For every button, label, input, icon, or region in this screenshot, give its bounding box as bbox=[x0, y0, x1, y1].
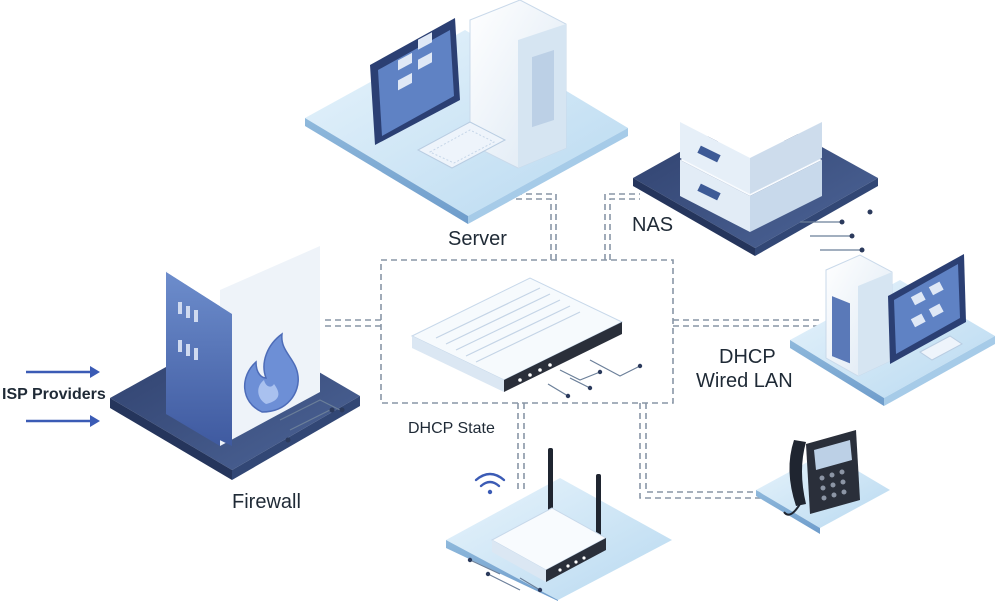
nas-link bbox=[604, 193, 640, 260]
flame-icon bbox=[243, 332, 299, 413]
switch-node bbox=[410, 277, 643, 399]
wifi-icon bbox=[474, 472, 506, 495]
nas-label: NAS bbox=[632, 214, 674, 236]
connection-lines bbox=[322, 193, 820, 499]
router-node bbox=[446, 448, 672, 601]
server-node bbox=[305, 0, 628, 224]
firewall-label: Firewall bbox=[232, 491, 301, 513]
dhcp-wired-label-line2: Wired LAN bbox=[696, 370, 793, 392]
isp-arrows bbox=[26, 366, 100, 427]
phone-node bbox=[756, 430, 890, 534]
server-link bbox=[510, 193, 557, 260]
isp-providers-label: ISP Providers bbox=[2, 386, 106, 403]
nas-node bbox=[633, 87, 878, 256]
wired-lan-node bbox=[790, 254, 995, 406]
dhcp-state-label: DHCP State bbox=[408, 420, 495, 437]
server-label: Server bbox=[448, 228, 507, 250]
dhcp-wired-label-line1: DHCP bbox=[719, 346, 776, 368]
dhcp-state-boundary bbox=[380, 259, 674, 404]
firewall-node bbox=[110, 228, 360, 480]
phone-link bbox=[639, 403, 765, 499]
phone-icon bbox=[783, 430, 860, 516]
